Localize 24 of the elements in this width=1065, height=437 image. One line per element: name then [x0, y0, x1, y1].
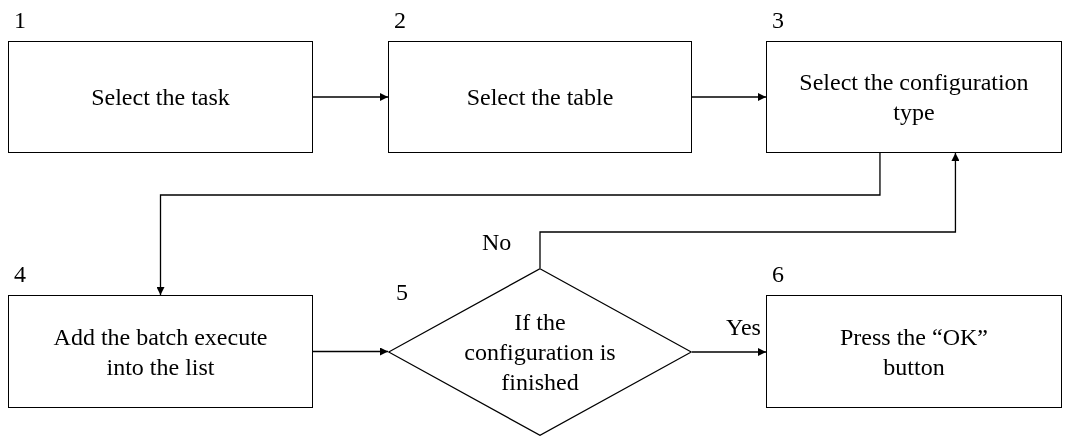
- step-number: 5: [396, 280, 408, 304]
- process-box: [8, 41, 313, 153]
- step-number: 4: [14, 262, 26, 286]
- step-number: 3: [772, 8, 784, 32]
- step-number: 1: [14, 8, 26, 32]
- decision-diamond: [388, 268, 692, 436]
- process-box: [8, 295, 313, 408]
- step-text: Select the task: [91, 83, 230, 112]
- arrow: [312, 347, 389, 356]
- step-number: 2: [394, 8, 406, 32]
- step-text: Press the “OK” button: [839, 322, 989, 382]
- arrow: [539, 152, 960, 269]
- process-box: [388, 41, 692, 153]
- arrow: [691, 348, 767, 356]
- arrow: [156, 152, 881, 296]
- step-number: 6: [772, 262, 784, 286]
- process-box: [766, 295, 1062, 408]
- process-box: [766, 41, 1062, 153]
- arrow: [312, 93, 389, 101]
- arrow: [691, 93, 767, 101]
- step-text: Add the batch execute into the list: [52, 322, 269, 382]
- step-text: If the configuration is finished: [463, 308, 617, 397]
- step-text: Select the configuration type: [799, 68, 1029, 127]
- step-text: Select the table: [466, 83, 614, 112]
